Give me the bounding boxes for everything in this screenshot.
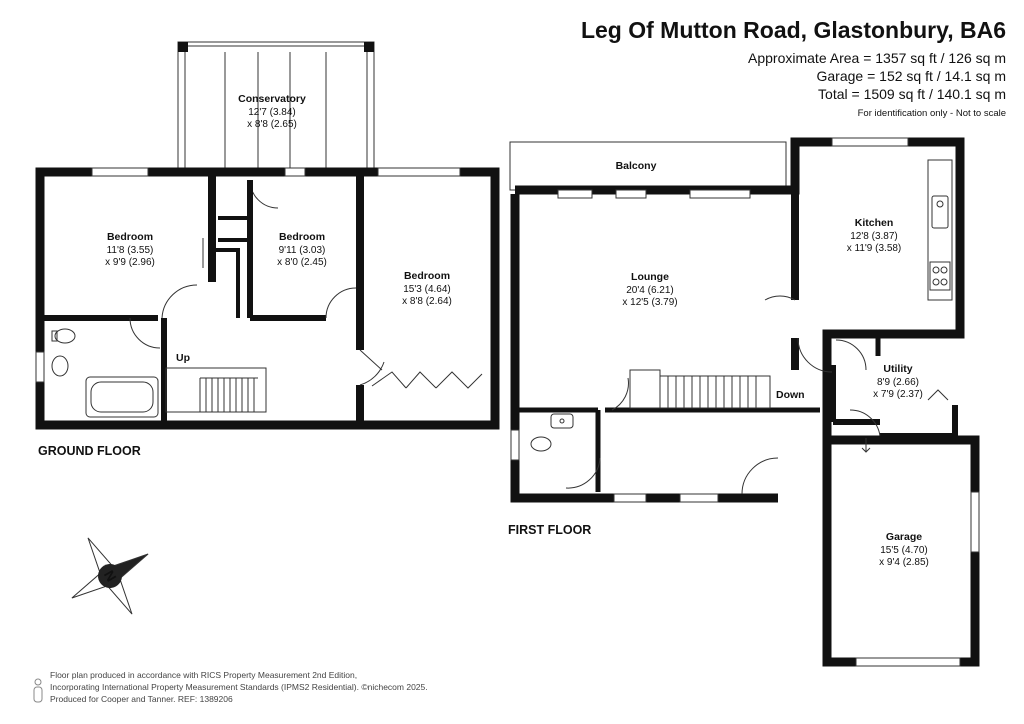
room-dimension: x 9'4 (2.85) <box>879 557 929 568</box>
room-dimension: x 8'8 (2.65) <box>247 119 297 130</box>
page-title: Leg Of Mutton Road, Glastonbury, BA6 <box>581 17 1006 43</box>
room-name: Garage <box>886 531 922 543</box>
room-name: Lounge <box>631 271 669 283</box>
garage-area: Garage = 152 sq ft / 14.1 sq m <box>817 68 1007 84</box>
compass: N <box>71 537 149 615</box>
footer: Floor plan produced in accordance with R… <box>33 670 428 704</box>
room-dimension: 20'4 (6.21) <box>626 285 674 296</box>
room-dimension: x 8'0 (2.45) <box>277 257 327 268</box>
room-dimension: 8'9 (2.66) <box>877 377 919 388</box>
approximate-area: Approximate Area = 1357 sq ft / 126 sq m <box>748 50 1006 66</box>
first-floor <box>509 137 980 667</box>
first-floor-label: FIRST FLOOR <box>508 523 591 537</box>
stairs-down-label: Down <box>776 389 805 401</box>
room-dimension: 12'8 (3.87) <box>850 231 898 242</box>
room-name: Bedroom <box>279 231 325 243</box>
room-dimension: x 12'5 (3.79) <box>622 297 677 308</box>
room-name: Balcony <box>616 160 657 172</box>
room-dimension: 11'8 (3.55) <box>107 245 154 256</box>
room-dimension: 12'7 (3.84) <box>248 107 296 118</box>
room-dimension: x 9'9 (2.96) <box>105 257 155 268</box>
footer-line: Produced for Cooper and Tanner. REF: 138… <box>50 694 233 704</box>
room-name: Bedroom <box>107 231 153 243</box>
stairs-up-label: Up <box>176 352 190 364</box>
room-name: Kitchen <box>855 217 894 229</box>
conservatory <box>177 41 375 209</box>
footer-line: Floor plan produced in accordance with R… <box>50 670 357 680</box>
total-area: Total = 1509 sq ft / 140.1 sq m <box>818 86 1006 102</box>
room-dimension: x 11'9 (3.58) <box>847 243 902 254</box>
ground-floor-labels: Conservatory 12'7 (3.84) x 8'8 (2.65) Be… <box>38 93 452 458</box>
ground-floor-label: GROUND FLOOR <box>38 444 141 458</box>
room-name: Conservatory <box>238 93 306 105</box>
disclaimer: For identification only - Not to scale <box>858 108 1006 119</box>
room-dimension: x 8'8 (2.64) <box>402 296 452 307</box>
room-name: Bedroom <box>404 270 450 282</box>
first-floor-labels: Balcony Lounge 20'4 (6.21) x 12'5 (3.79)… <box>508 160 929 568</box>
room-name: Utility <box>883 363 912 375</box>
room-dimension: 15'5 (4.70) <box>880 545 928 556</box>
room-dimension: 9'11 (3.03) <box>279 245 326 256</box>
ground-floor <box>35 41 500 430</box>
footer-line: Incorporating International Property Mea… <box>50 682 428 692</box>
room-dimension: x 7'9 (2.37) <box>873 389 923 400</box>
ipms-person-icon <box>33 678 43 703</box>
room-dimension: 15'3 (4.64) <box>403 284 451 295</box>
